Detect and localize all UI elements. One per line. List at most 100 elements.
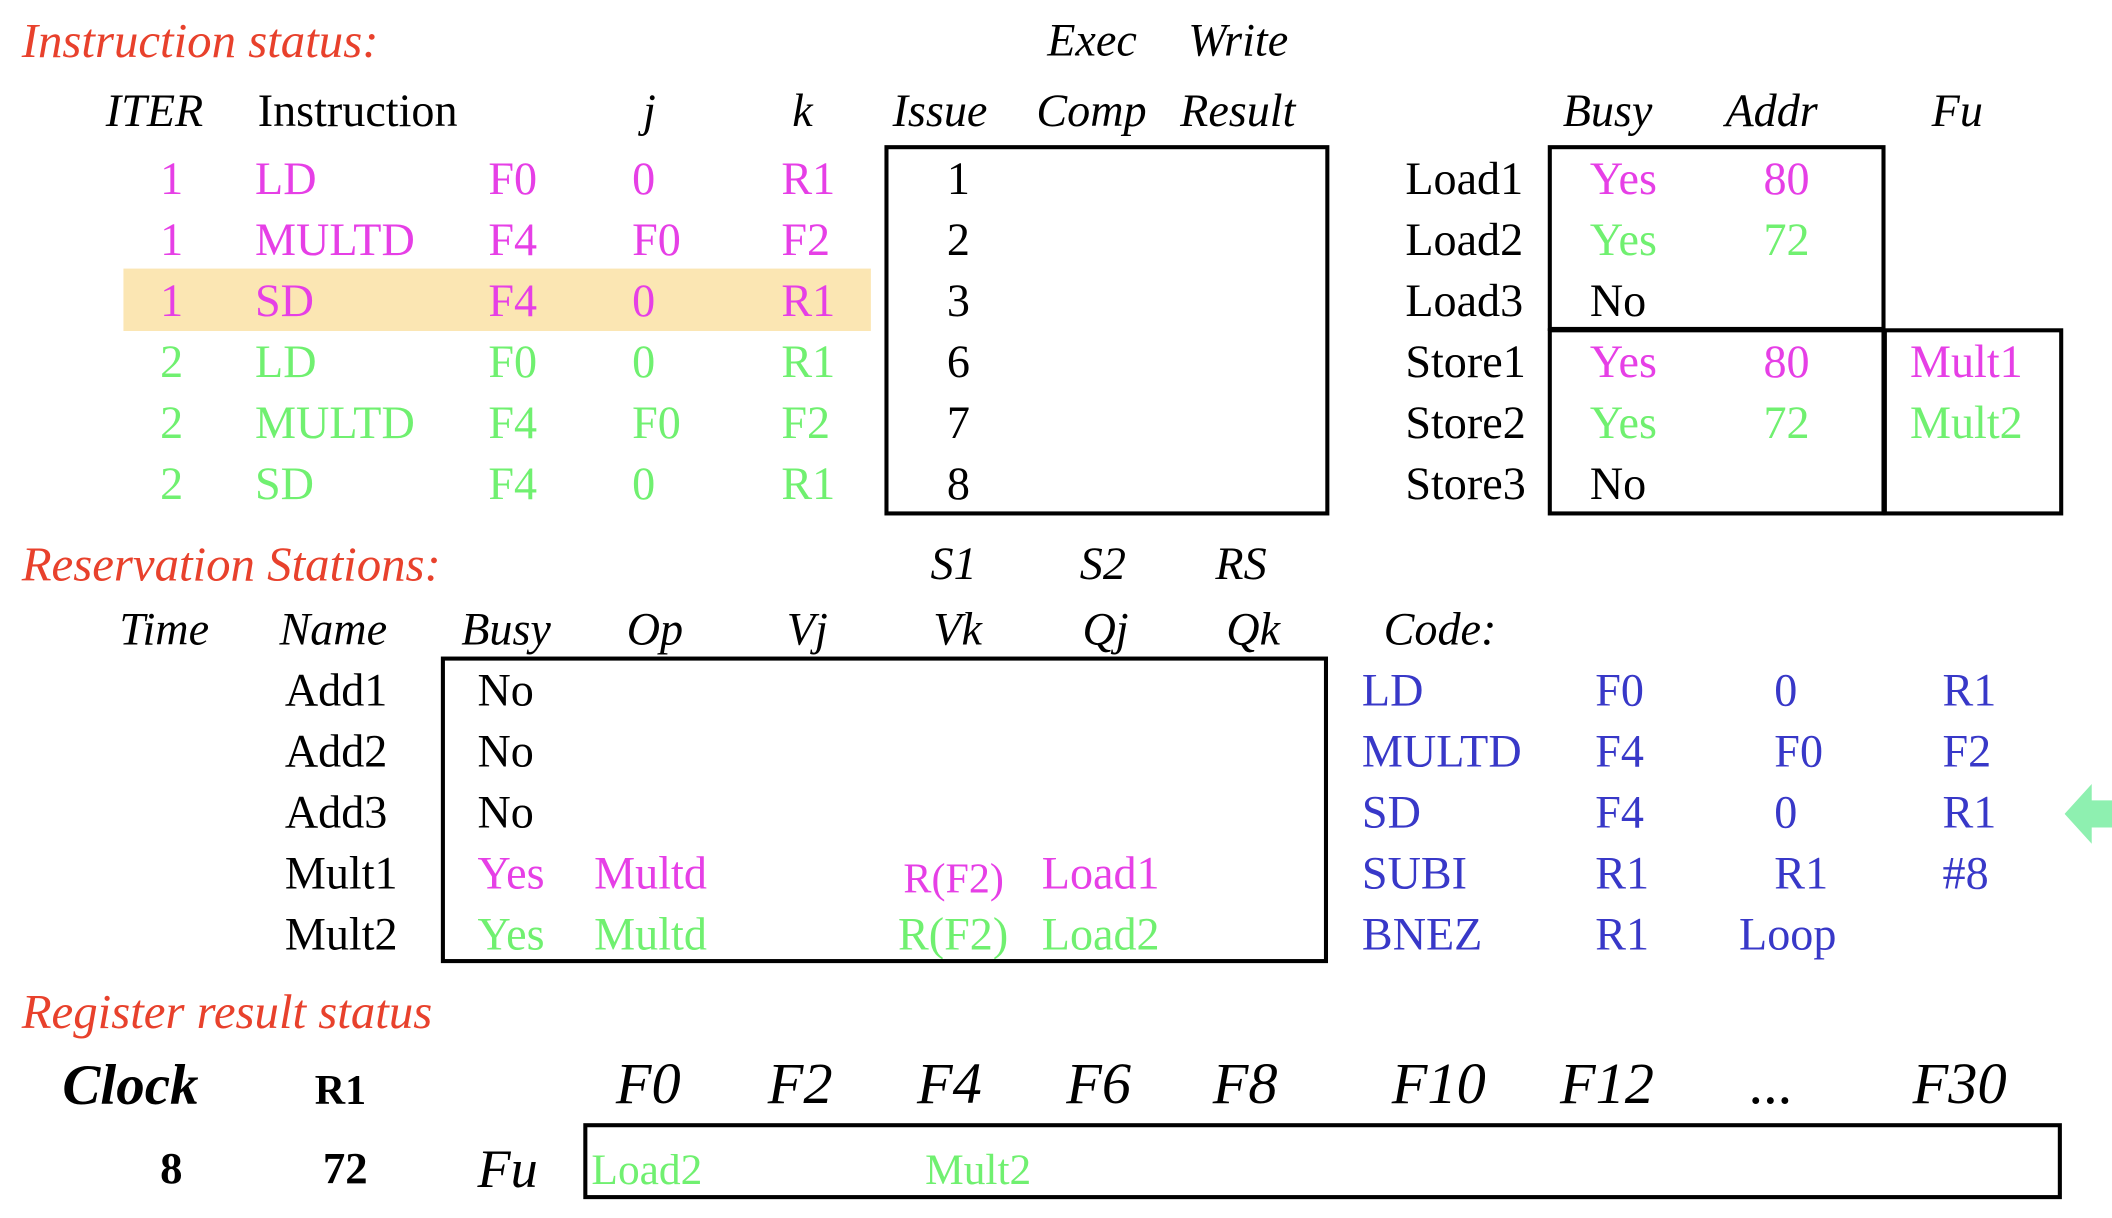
reservation-stations-box: [440, 656, 1329, 964]
instr-dst: F0: [488, 337, 538, 388]
instr-op: LD: [255, 337, 317, 388]
register-status-box: [583, 1123, 2062, 1200]
code-label: Code:: [1383, 604, 1497, 656]
buffer-addr: 80: [1763, 337, 1810, 388]
header-op: Op: [626, 604, 684, 656]
current-instruction-arrow-icon: [2064, 784, 2112, 844]
r1-label: R1: [314, 1066, 367, 1114]
rs-qj: Load1: [1041, 849, 1160, 900]
register-name: F30: [1912, 1052, 2007, 1117]
code-cell: 0: [1774, 788, 1798, 839]
buffer-name: Load1: [1405, 154, 1524, 205]
instruction-timing-box: [884, 145, 1330, 516]
instr-issue: 3: [946, 276, 970, 327]
instr-dst: F4: [488, 215, 538, 266]
code-cell: SD: [1361, 788, 1421, 839]
register-name: F12: [1559, 1052, 1654, 1117]
header-time: Time: [119, 604, 210, 656]
fu-row-label: Fu: [477, 1138, 538, 1200]
code-cell: F2: [1942, 727, 1992, 778]
register-fu: Load2: [591, 1144, 703, 1194]
instr-k: F2: [781, 398, 831, 450]
code-cell: LD: [1361, 666, 1424, 717]
instr-iter: 1: [160, 215, 184, 266]
instr-k: R1: [781, 276, 836, 327]
header-rs-busy: Busy: [461, 604, 551, 656]
buffer-fu: Mult1: [1909, 337, 2023, 388]
rs-op: Multd: [594, 910, 707, 961]
header-rs: RS: [1215, 539, 1267, 591]
rs-busy: Yes: [477, 910, 545, 961]
buffer-busy: Yes: [1589, 154, 1657, 205]
instr-iter: 2: [160, 398, 184, 450]
instr-iter: 1: [160, 276, 184, 327]
r1-value: 72: [322, 1144, 368, 1194]
instr-issue: 8: [946, 459, 970, 511]
instr-k: R1: [781, 337, 836, 388]
instr-op: MULTD: [255, 215, 415, 266]
instr-dst: F0: [488, 154, 538, 205]
rs-name: Add2: [284, 727, 388, 778]
instr-j: F0: [632, 215, 681, 266]
code-cell: R1: [1942, 666, 1997, 717]
header-k: k: [792, 86, 813, 138]
register-name: F0: [615, 1052, 681, 1117]
reservation-stations-title: Reservation Stations:: [21, 537, 441, 592]
write-label: Write: [1188, 16, 1289, 67]
code-cell: Loop: [1739, 910, 1837, 961]
clock-value: 8: [160, 1144, 183, 1194]
rs-name: Add1: [284, 666, 388, 717]
buffer-addr: 72: [1763, 215, 1810, 266]
rs-name: Add3: [284, 788, 388, 839]
register-name: F4: [916, 1052, 982, 1117]
rs-busy: No: [477, 727, 534, 778]
code-cell: F4: [1595, 788, 1644, 839]
instr-k: R1: [781, 459, 836, 511]
instr-issue: 1: [946, 154, 970, 205]
code-cell: R1: [1595, 910, 1650, 961]
header-qk: Qk: [1226, 604, 1281, 656]
instr-iter: 2: [160, 337, 184, 388]
store-buffer-box: [1547, 328, 1886, 516]
instr-k: F2: [781, 215, 831, 266]
current-instruction-highlight: [123, 268, 871, 331]
register-name: F8: [1212, 1052, 1278, 1117]
instr-dst: F4: [488, 459, 538, 511]
code-cell: R1: [1595, 849, 1650, 900]
code-cell: #8: [1942, 849, 1989, 900]
instr-issue: 6: [946, 337, 970, 388]
instr-dst: F4: [488, 276, 538, 327]
instr-op: MULTD: [255, 398, 415, 450]
register-name: F10: [1391, 1052, 1486, 1117]
header-qj: Qj: [1082, 604, 1129, 656]
header-result: Result: [1180, 86, 1296, 138]
buffer-name: Store3: [1405, 459, 1526, 511]
clock-label: Clock: [62, 1055, 199, 1118]
buffer-fu: Mult2: [1909, 398, 2023, 450]
register-status-title: Register result status: [21, 984, 433, 1040]
instr-issue: 7: [946, 398, 970, 450]
code-cell: MULTD: [1361, 727, 1522, 778]
rs-op: Multd: [594, 849, 707, 900]
instr-j: 0: [632, 154, 656, 205]
buffer-busy: Yes: [1589, 215, 1657, 266]
rs-busy: No: [477, 666, 534, 717]
header-issue: Issue: [892, 86, 988, 138]
code-cell: F0: [1774, 727, 1824, 778]
header-name: Name: [279, 604, 388, 656]
code-cell: SUBI: [1361, 849, 1468, 900]
header-vk: Vk: [933, 604, 982, 656]
instr-iter: 1: [160, 154, 184, 205]
rs-qj: Load2: [1041, 910, 1160, 961]
buffer-name: Load3: [1405, 276, 1524, 327]
header-addr: Addr: [1725, 86, 1818, 138]
register-name: F2: [767, 1052, 833, 1117]
code-cell: R1: [1942, 788, 1997, 839]
header-comp: Comp: [1036, 86, 1147, 138]
instr-k: R1: [781, 154, 836, 205]
store-fu-box: [1882, 328, 2064, 516]
instr-issue: 2: [946, 215, 970, 266]
header-busy: Busy: [1562, 86, 1653, 138]
register-fu: Mult2: [925, 1144, 1032, 1194]
